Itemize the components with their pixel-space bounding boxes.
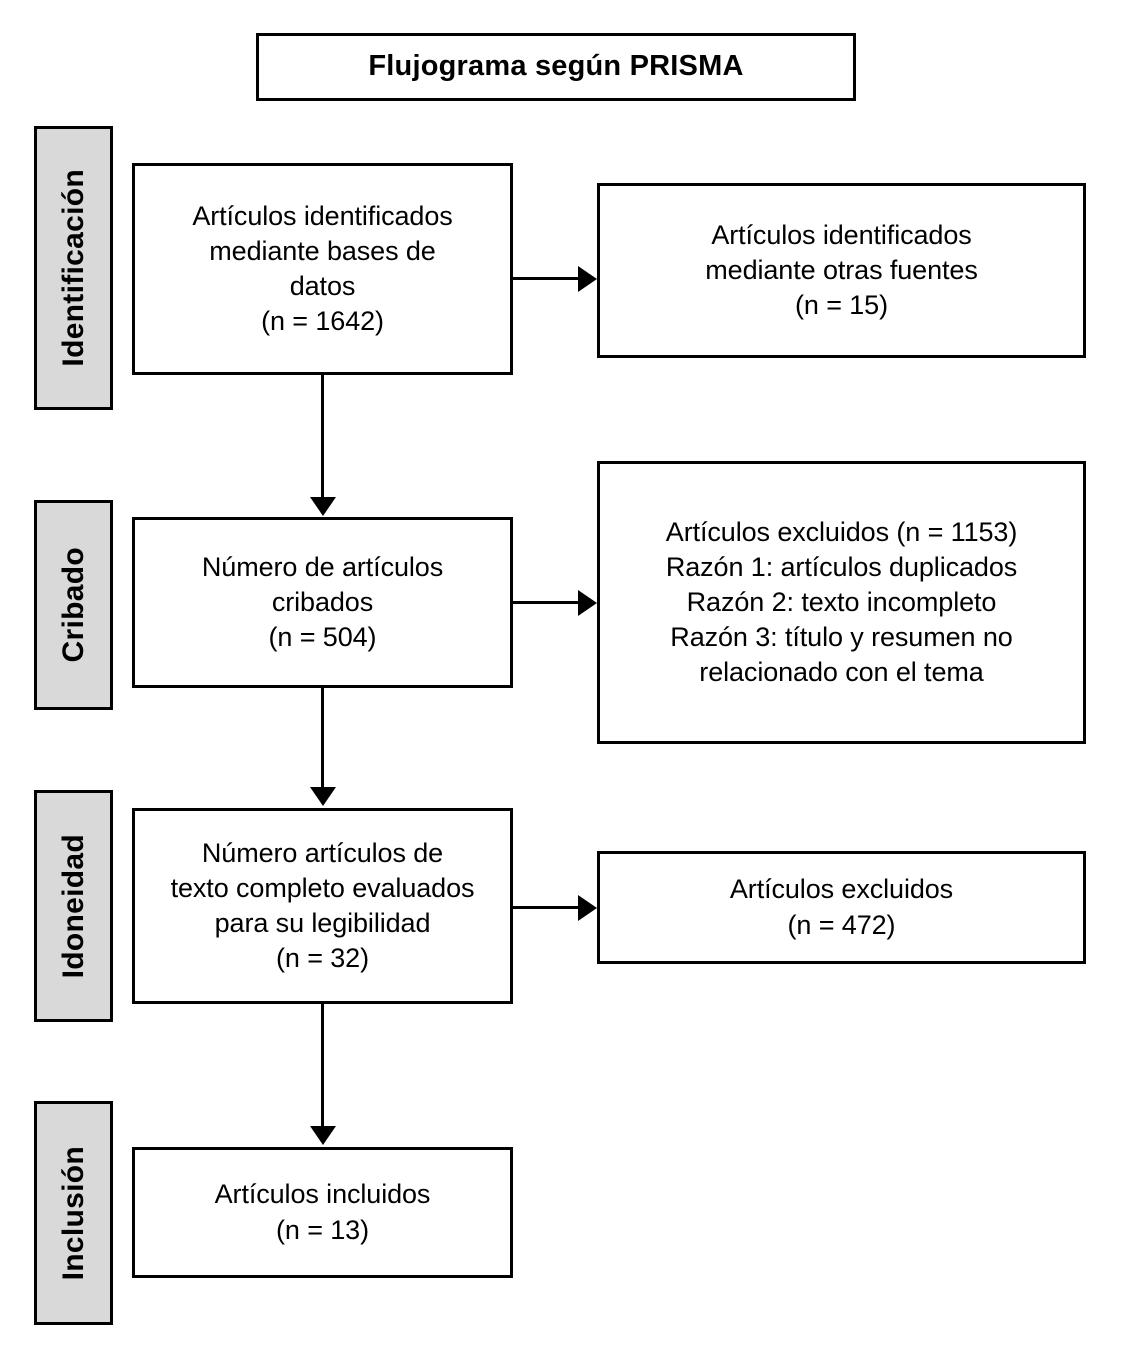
stage-label-text: Identificación	[56, 169, 90, 367]
arrow-idoneidad-to-inclusion	[321, 1004, 324, 1128]
box-articulos-identificados-bases-datos: Artículos identificados mediante bases d…	[132, 163, 513, 375]
diagram-title-text: Flujograma según PRISMA	[368, 50, 744, 83]
box-text: Artículos incluidos (n = 13)	[214, 1179, 431, 1245]
arrow-to-excluidos-razones	[513, 601, 578, 604]
box-text: Artículos identificados mediante bases d…	[192, 200, 453, 337]
stage-label-text: Cribado	[56, 547, 90, 663]
box-texto-completo-evaluados: Número artículos de texto completo evalu…	[132, 808, 513, 1004]
arrow-cribado-to-idoneidad	[321, 688, 324, 789]
box-articulos-incluidos: Artículos incluidos (n = 13)	[132, 1147, 513, 1278]
stage-label-identificacion: Identificación	[34, 126, 113, 410]
box-text: Número artículos de texto completo evalu…	[170, 837, 475, 974]
stage-label-idoneidad: Idoneidad	[34, 790, 113, 1022]
arrow-identificacion-to-cribado	[321, 375, 324, 499]
stage-label-cribado: Cribado	[34, 500, 113, 710]
box-articulos-cribados: Número de artículos cribados (n = 504)	[132, 517, 513, 688]
box-text: Artículos excluidos (n = 472)	[729, 874, 954, 940]
arrow-to-excluidos-472	[513, 906, 578, 909]
box-articulos-excluidos-472: Artículos excluidos (n = 472)	[597, 851, 1086, 964]
box-text: Artículos identificados mediante otras f…	[705, 219, 978, 321]
diagram-title-box: Flujograma según PRISMA	[256, 33, 856, 101]
box-text: Número de artículos cribados (n = 504)	[201, 551, 444, 653]
box-articulos-otras-fuentes: Artículos identificados mediante otras f…	[597, 183, 1086, 358]
box-text: Artículos excluidos (n = 1153) Razón 1: …	[665, 516, 1018, 688]
stage-label-text: Inclusión	[56, 1145, 90, 1281]
stage-label-text: Idoneidad	[56, 833, 90, 979]
box-articulos-excluidos-razones: Artículos excluidos (n = 1153) Razón 1: …	[597, 461, 1086, 744]
stage-label-inclusion: Inclusión	[34, 1101, 113, 1325]
arrow-to-otras-fuentes	[513, 277, 578, 280]
